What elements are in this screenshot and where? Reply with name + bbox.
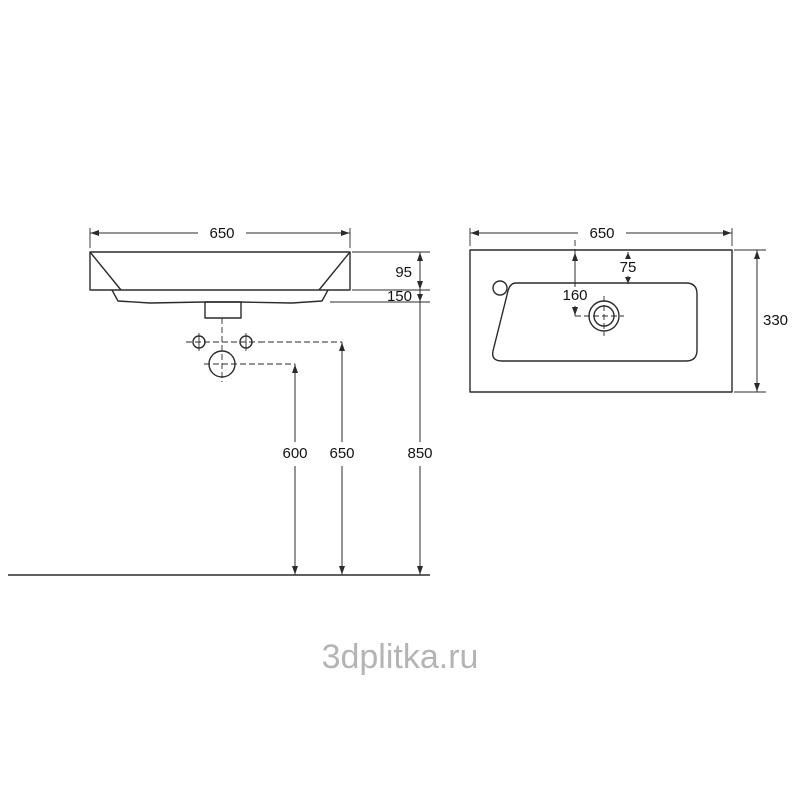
siphon-height-dimension: 600 bbox=[240, 363, 308, 575]
front-basin-slope-right bbox=[318, 251, 351, 291]
top-depth-dim-label: 330 bbox=[763, 312, 788, 329]
front-basin-body bbox=[89, 251, 351, 291]
front-basin-slope-left bbox=[89, 251, 122, 291]
siphon-height-dim-label: 600 bbox=[282, 445, 307, 462]
tap-offset-dimension: 75 bbox=[620, 252, 637, 284]
front-rim-height-dim-label: 850 bbox=[407, 445, 432, 462]
holes-height-dim-label: 650 bbox=[329, 445, 354, 462]
top-view bbox=[469, 249, 733, 393]
drain-offset-dimension: 160 bbox=[562, 240, 592, 317]
front-total-height-dim-label: 150 bbox=[387, 288, 412, 305]
front-view bbox=[89, 251, 351, 382]
holes-height-dimension: 650 bbox=[259, 341, 355, 575]
front-width-dim-label: 650 bbox=[209, 225, 234, 242]
front-skirt bbox=[111, 289, 329, 304]
front-drain-outlet bbox=[204, 301, 242, 319]
top-outline bbox=[469, 249, 733, 393]
watermark-text: 3dplitka.ru bbox=[322, 638, 479, 676]
top-tap-hole bbox=[492, 280, 508, 296]
front-basin-height-dim-label: 95 bbox=[395, 264, 412, 281]
top-width-dimension: 650 bbox=[469, 225, 733, 246]
top-width-dim-label: 650 bbox=[589, 225, 614, 242]
top-basin-bowl bbox=[492, 282, 698, 362]
top-depth-dimension: 330 bbox=[734, 249, 788, 393]
tap-offset-dim-label: 75 bbox=[620, 259, 637, 276]
drain-offset-dim-label: 160 bbox=[562, 287, 587, 304]
front-width-dimension: 650 bbox=[89, 225, 351, 248]
front-height-dimensions: 95 150 850 bbox=[330, 251, 433, 575]
